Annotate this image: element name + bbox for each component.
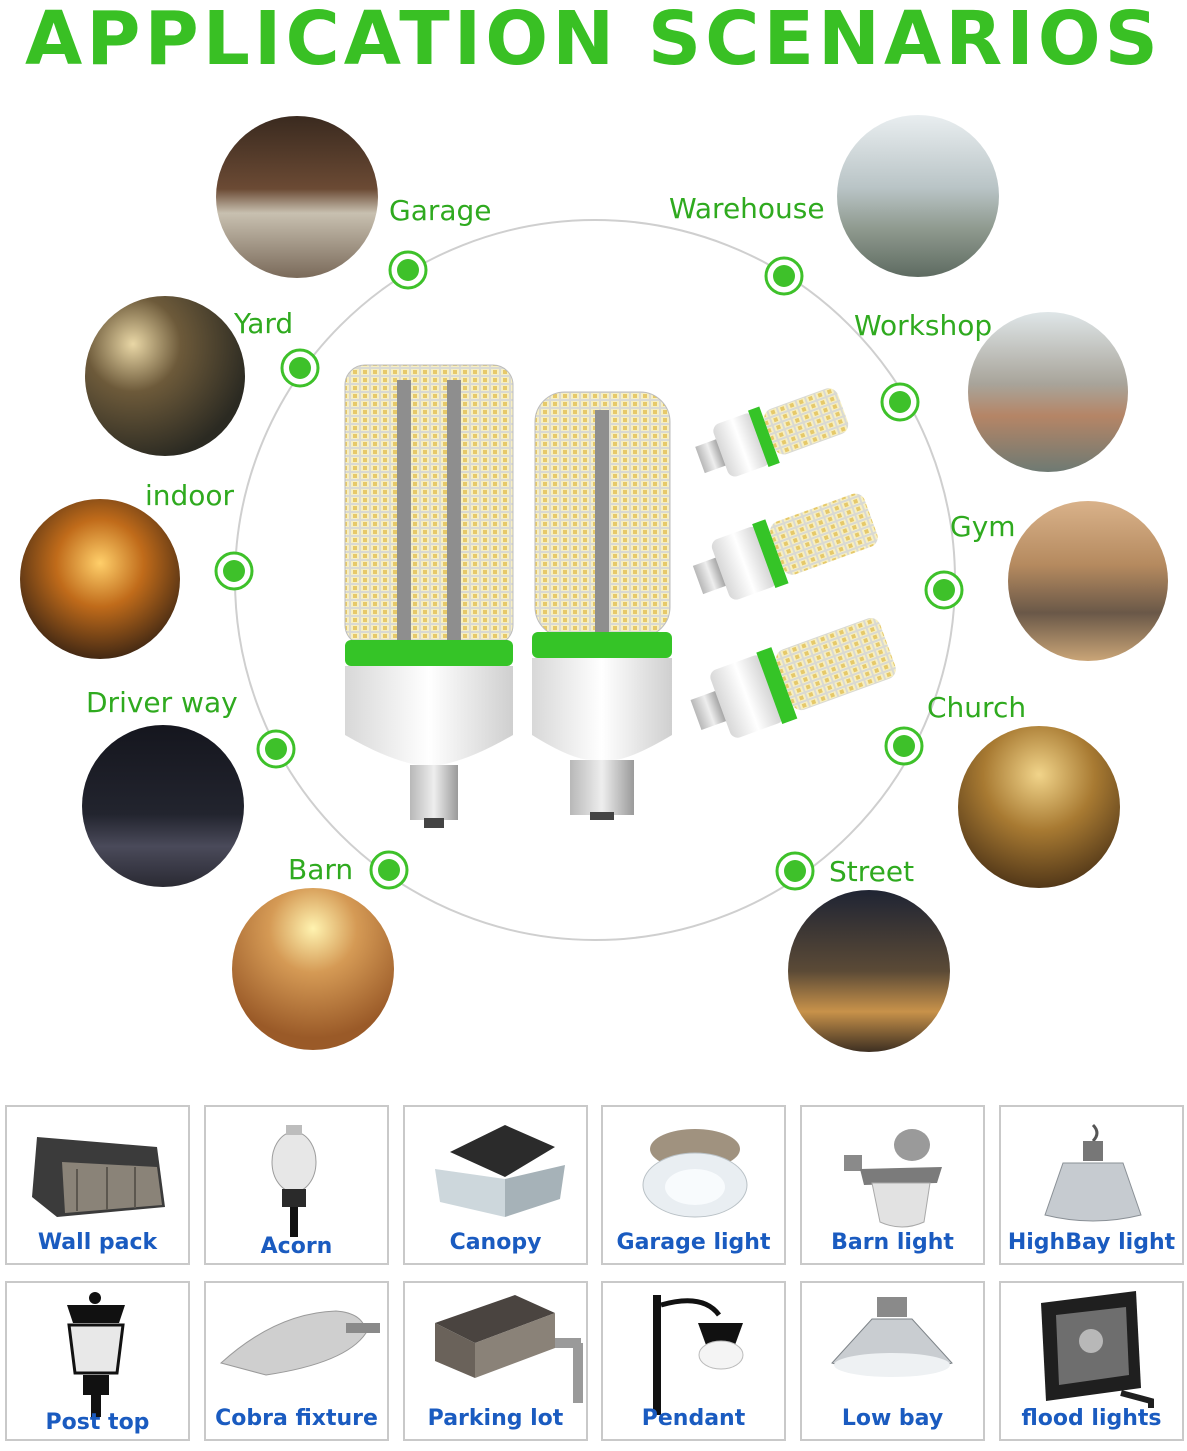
highbay-light-icon [1044,1123,1142,1222]
church-photo [958,726,1120,888]
corn-bulb-medium [532,391,672,820]
node-workshop [880,382,920,422]
fixture-tile-flood-lights: flood lights [999,1281,1184,1441]
fixture-label: Wall pack [37,1230,158,1255]
wall-pack-icon [32,1137,165,1217]
cobra-fixture-icon [219,1310,380,1376]
node-church [884,726,924,766]
scenario-label-workshop: Workshop [854,309,993,342]
node-warehouse [764,256,804,296]
node-street [775,851,815,891]
acorn-light-icon [271,1125,317,1237]
fixture-label: Post top [45,1410,150,1435]
fixture-tile-pendant: Pendant [601,1281,786,1441]
fixture-tile-cobra-fixture: Cobra fixture [204,1281,389,1441]
corn-bulb-small-3 [690,617,896,738]
scenario-diagram [214,219,964,941]
fixture-tile-highbay-light: HighBay light [999,1105,1184,1265]
fixture-label: Garage light [616,1230,771,1255]
node-yard [280,348,320,388]
barn-photo [232,888,394,1050]
scenario-label-indoor: indoor [145,479,235,512]
fixture-label: Acorn [260,1234,333,1259]
corn-bulb-small-2 [692,493,878,600]
scenario-label-warehouse: Warehouse [669,192,825,225]
scenario-label-garage: Garage [389,194,492,227]
fixture-label: Cobra fixture [215,1406,378,1431]
low-bay-light-icon [831,1297,953,1377]
garage-light-icon [642,1129,748,1218]
fixture-label: Pendant [641,1406,746,1431]
gym-photo [1008,501,1168,661]
fixture-label: Parking lot [427,1406,564,1431]
node-barn [369,850,409,890]
garage-photo [216,116,378,278]
scenario-label-yard: Yard [234,307,294,340]
driver-way-photo [82,725,244,887]
fixture-tile-canopy: Canopy [403,1105,588,1265]
fixture-label: Canopy [449,1230,542,1255]
fixture-label: flood lights [1021,1406,1162,1431]
workshop-photo [968,312,1128,472]
node-driver-way [256,729,296,769]
fixture-tile-acorn: Acorn [204,1105,389,1265]
warehouse-photo [837,115,999,277]
node-garage [388,250,428,290]
indoor-photo [20,499,180,659]
node-indoor [214,551,254,591]
scenario-label-street: Street [829,855,915,888]
fixture-tile-wall-pack: Wall pack [5,1105,190,1265]
node-gym [924,570,964,610]
fixture-tile-low-bay: Low bay [800,1281,985,1441]
fixture-label: Low bay [841,1406,944,1431]
fixture-label: Barn light [831,1230,954,1255]
parking-lot-light-icon [435,1295,583,1403]
scenario-label-gym: Gym [950,510,1016,543]
page-title: APPLICATION SCENARIOS [25,0,1162,82]
canopy-light-icon [435,1125,565,1217]
scenario-label-driver-way: Driver way [86,686,238,719]
ring-nodes [214,250,964,891]
street-photo [788,890,950,1052]
fixture-tile-garage-light: Garage light [601,1105,786,1265]
corn-bulb-large [344,364,514,828]
barn-light-icon [844,1129,942,1228]
fixture-tile-parking-lot: Parking lot [403,1281,588,1441]
fixture-label: HighBay light [1007,1230,1176,1255]
flood-light-icon [1041,1291,1154,1408]
corn-bulb-small-1 [695,388,849,477]
fixture-tile-barn-light: Barn light [800,1105,985,1265]
pendant-light-icon [653,1295,744,1415]
fixture-tile-post-top: Post top [5,1281,190,1441]
post-top-icon [67,1292,125,1417]
scenario-label-barn: Barn [288,853,354,886]
yard-photo [85,296,245,456]
scenario-label-church: Church [927,691,1027,724]
